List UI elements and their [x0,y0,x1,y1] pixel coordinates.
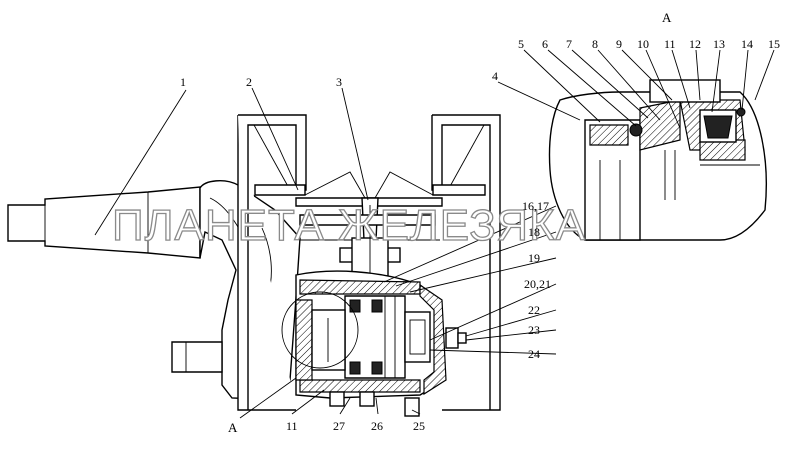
callout-7: 7 [566,37,572,51]
callout-14: 14 [741,37,753,51]
main-assembly-view [7,114,501,417]
callout-23: 23 [528,323,540,337]
hub-assembly [295,270,467,417]
section-label-a: А [228,420,238,435]
callout-8: 8 [592,37,598,51]
callout-19: 19 [528,251,540,265]
view-label-a: А [662,10,672,25]
callout-22: 22 [528,303,540,317]
callout-26: 26 [371,419,383,433]
callout-1: 1 [180,75,186,89]
callout-2: 2 [246,75,252,89]
detail-a-circle [281,291,359,369]
callout-3: 3 [336,75,342,89]
watermark-text: ПЛАНЕТА ЖЕЛЕЗЯКА [112,201,586,250]
callout-labels: А А 1 2 3 4 5 6 7 8 9 10 11 12 13 14 15 … [180,10,780,435]
callout-24: 24 [528,347,540,361]
callout-9: 9 [616,37,622,51]
pivot-bolt [339,230,401,285]
callout-18: 18 [528,225,540,239]
callout-4: 4 [492,69,498,83]
callout-11-main: 11 [286,419,298,433]
callout-25: 25 [413,419,425,433]
callout-15: 15 [768,37,780,51]
callout-13: 13 [713,37,725,51]
callout-20-21: 20,21 [524,277,551,291]
callout-16-17: 16,17 [522,199,549,213]
callout-10: 10 [637,37,649,51]
cross-member [254,171,486,241]
callout-6: 6 [542,37,548,51]
callout-11-detail: 11 [664,37,676,51]
callout-5: 5 [518,37,524,51]
leader-lines [94,49,775,419]
callout-27: 27 [333,419,345,433]
callout-12: 12 [689,37,701,51]
